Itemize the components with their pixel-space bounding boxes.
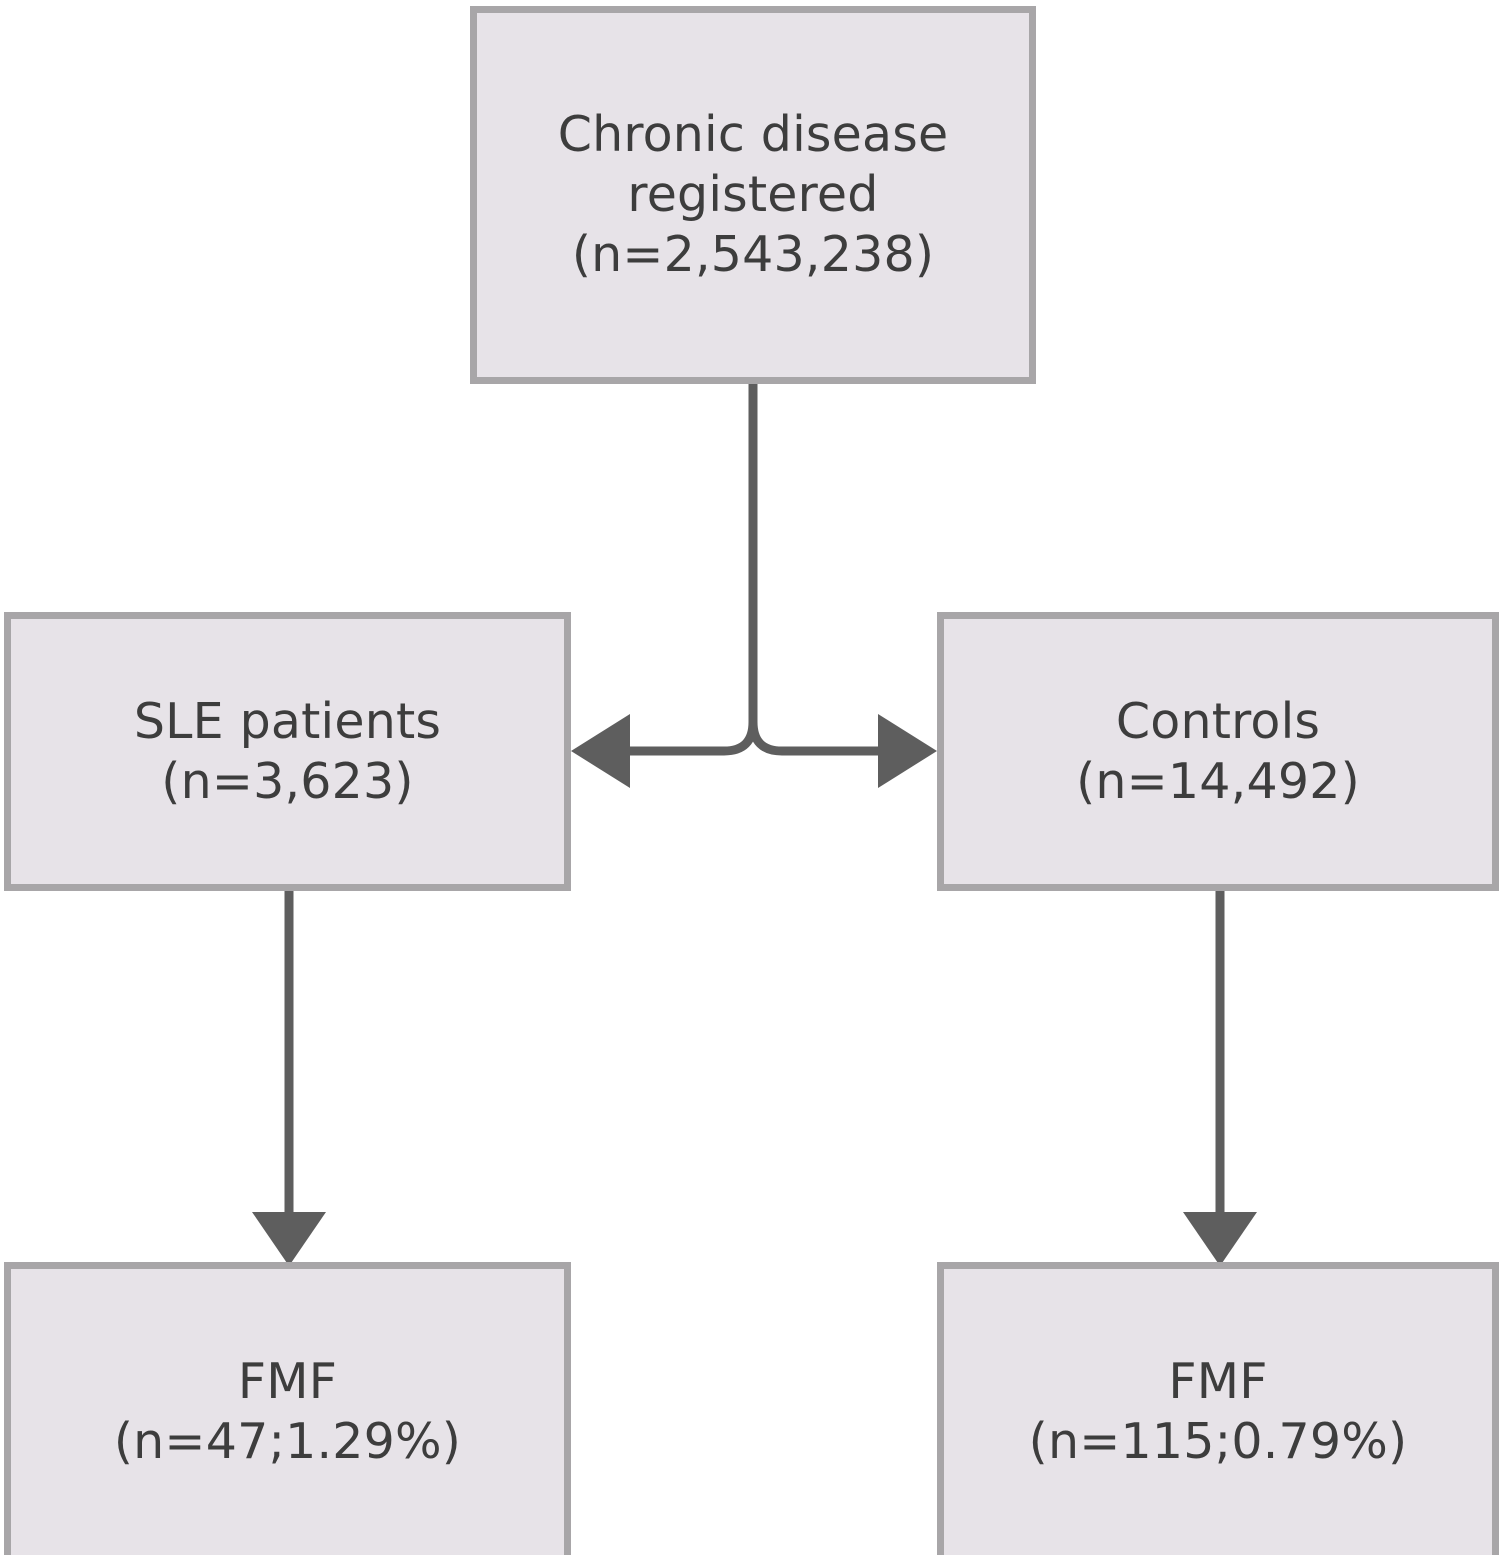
connector-split-right bbox=[748, 721, 880, 756]
node-fmf-in-controls: FMF (n=115;0.79%) bbox=[937, 1262, 1499, 1555]
node-fmf-in-controls-label: FMF (n=115;0.79%) bbox=[1028, 1353, 1408, 1470]
node-chronic-disease-registered-label: Chronic disease registered (n=2,543,238) bbox=[557, 106, 949, 283]
edge-sle-to-fmf bbox=[252, 891, 326, 1266]
arrowhead-down-to-fmf-sle bbox=[252, 1212, 326, 1266]
arrowhead-right-to-controls bbox=[878, 714, 937, 788]
edge-root-to-branches bbox=[571, 384, 937, 788]
connector-split-left bbox=[628, 721, 758, 756]
node-fmf-in-sle-label: FMF (n=47;1.29%) bbox=[113, 1353, 462, 1470]
arrowhead-left-to-sle bbox=[571, 714, 630, 788]
node-controls: Controls (n=14,492) bbox=[937, 612, 1499, 891]
node-chronic-disease-registered: Chronic disease registered (n=2,543,238) bbox=[470, 6, 1036, 384]
edge-controls-to-fmf bbox=[1183, 891, 1257, 1266]
node-fmf-in-sle: FMF (n=47;1.29%) bbox=[4, 1262, 571, 1555]
node-sle-patients-label: SLE patients (n=3,623) bbox=[133, 692, 442, 810]
node-controls-label: Controls (n=14,492) bbox=[1076, 692, 1360, 810]
node-sle-patients: SLE patients (n=3,623) bbox=[4, 612, 571, 891]
arrowhead-down-to-fmf-controls bbox=[1183, 1212, 1257, 1266]
